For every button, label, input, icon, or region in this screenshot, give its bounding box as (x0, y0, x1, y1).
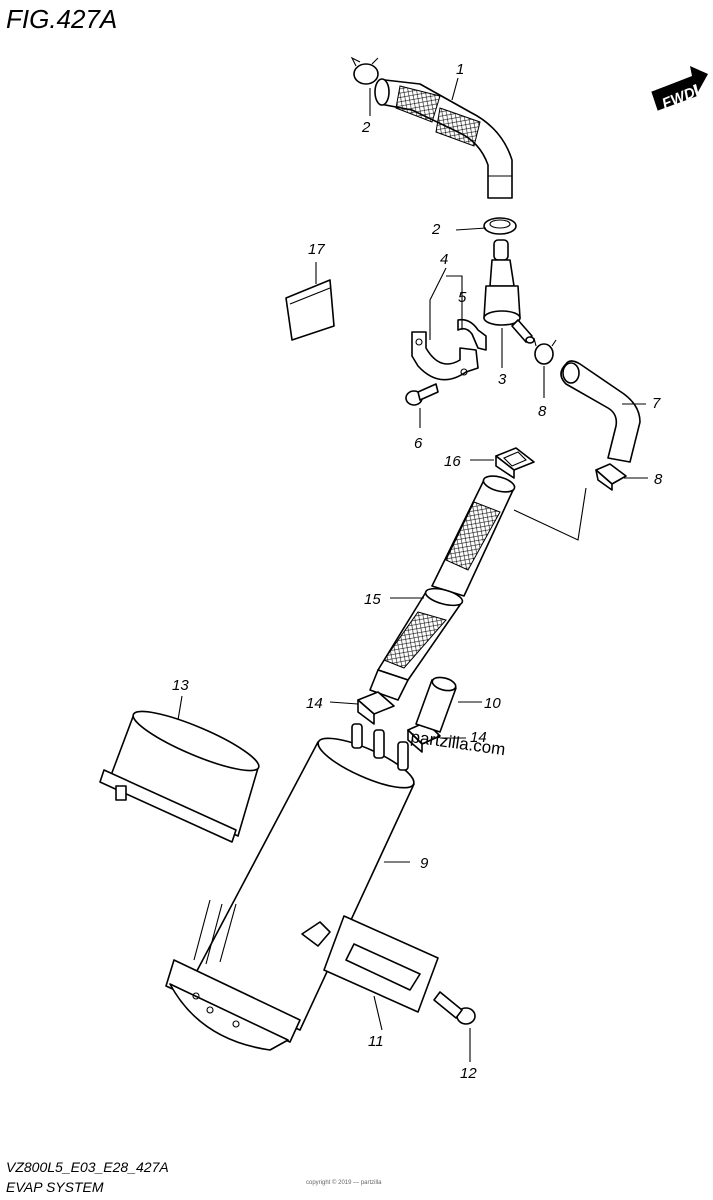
part-12-screw (433, 991, 476, 1025)
part-15-hose (369, 587, 464, 701)
part-13-cushion (99, 710, 260, 843)
part-2-clamp-upper (350, 56, 379, 85)
figure-title: FIG.427A (6, 4, 117, 34)
part-14-clip-left (357, 691, 395, 725)
callout-2-lower: 2 (431, 221, 441, 238)
part-17-label (285, 279, 335, 341)
callout-3: 3 (498, 371, 507, 388)
callout-13: 13 (172, 677, 189, 694)
hose-upper-section (431, 475, 516, 597)
part-7-hose (560, 360, 641, 463)
callout-14-right: 14 (470, 729, 487, 746)
callout-14-left: 14 (306, 695, 323, 712)
watermark: partzilla.com (409, 727, 506, 759)
callout-9: 9 (420, 855, 429, 872)
callout-2-upper: 2 (361, 119, 371, 136)
model-code: VZ800L5_E03_E28_427A (6, 1159, 169, 1175)
part-14-clip-right (407, 721, 441, 753)
callout-8-lower: 8 (654, 471, 663, 488)
callout-11: 11 (368, 1033, 384, 1050)
callout-10: 10 (484, 695, 501, 712)
part-9-canister (165, 723, 415, 1051)
part-8-clamp-upper (533, 337, 557, 365)
part-4-bracket (411, 331, 479, 381)
section-name: EVAP SYSTEM (6, 1179, 104, 1195)
part-8-clamp-lower (595, 463, 627, 491)
callout-16: 16 (444, 453, 461, 470)
callout-4: 4 (440, 251, 448, 268)
part-6-screw (405, 383, 439, 406)
callout-12: 12 (460, 1065, 477, 1082)
callout-7: 7 (652, 395, 661, 412)
callout-8-upper: 8 (538, 403, 547, 420)
leader-lines (177, 77, 648, 1062)
callout-15: 15 (364, 591, 381, 608)
fwd-arrow-icon: FWD (651, 66, 708, 113)
callout-6: 6 (414, 435, 423, 452)
part-3-valve (483, 239, 535, 344)
callout-17: 17 (308, 241, 325, 258)
part-2-clamp-lower (483, 217, 517, 235)
part-10-hose (415, 676, 457, 733)
part-1-hose (374, 78, 513, 199)
part-16-clip (495, 447, 535, 479)
footer-small-text: copyright © 2019 — partzilla (306, 1179, 382, 1186)
callout-5: 5 (458, 289, 467, 306)
part-11-bracket (301, 915, 439, 1013)
callout-1: 1 (456, 61, 464, 78)
